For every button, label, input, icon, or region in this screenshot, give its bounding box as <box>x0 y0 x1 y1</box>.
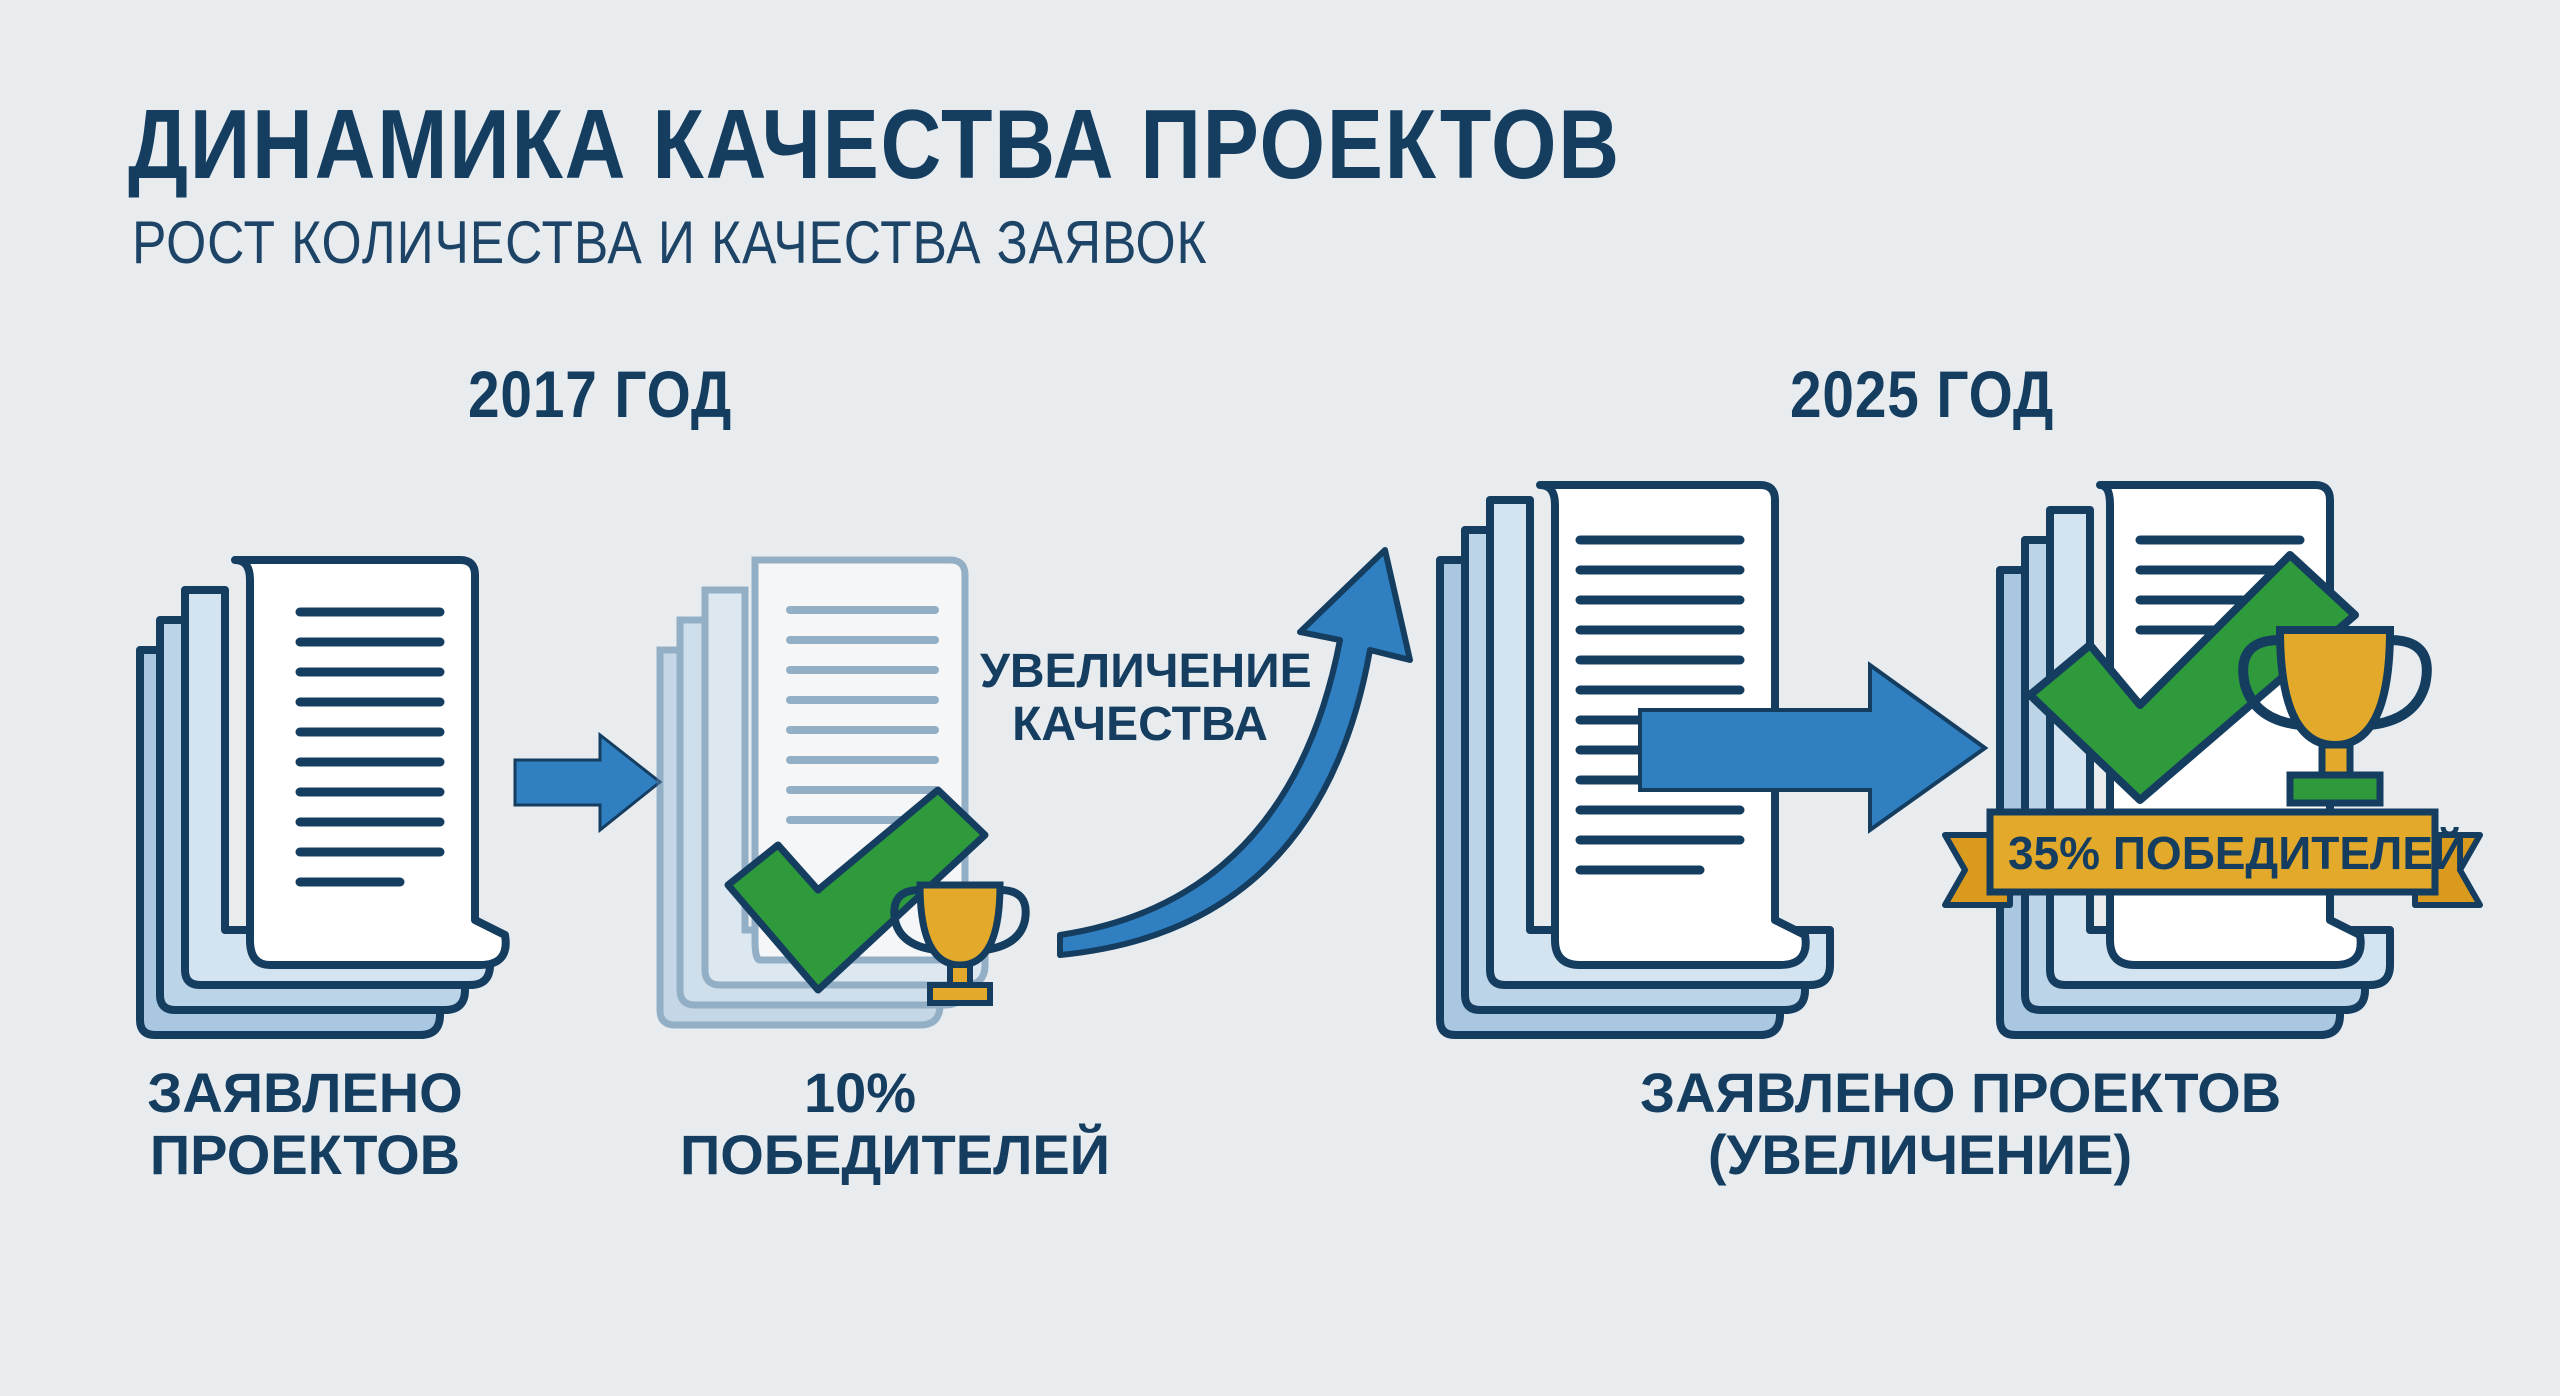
caption-line: ЗАЯВЛЕНО ПРОЕКТОВ <box>1640 1061 2282 1124</box>
caption-line: УВЕЛИЧЕНИЕ <box>980 645 1312 698</box>
caption-winners-2017: 10% ПОБЕДИТЕЛЕЙ <box>680 1061 1111 1186</box>
ribbon-banner-icon <box>1942 808 2483 908</box>
year-2025-label: 2025 ГОД <box>1790 357 2055 431</box>
page-subtitle: РОСТ КОЛИЧЕСТВА И КАЧЕСТВА ЗАЯВОК <box>132 209 1208 276</box>
caption-line: КАЧЕСТВА <box>1012 697 1268 751</box>
document-stack-icon-2017 <box>136 556 510 1039</box>
checkmark-icon-2025 <box>2026 551 2359 804</box>
arrow-right-icon-1 <box>513 731 663 834</box>
year-2017-label: 2017 ГОД <box>468 357 733 431</box>
caption-declared-2025: ЗАЯВЛЕНО ПРОЕКТОВ (УВЕЛИЧЕНИЕ) <box>1640 1061 2282 1186</box>
caption-declared-2017: ЗАЯВЛЕНО ПРОЕКТОВ <box>140 1062 470 1185</box>
curved-arrow-icon <box>1057 547 1413 958</box>
caption-line: ПРОЕКТОВ <box>149 1122 461 1186</box>
checkmark-icon-2017 <box>724 786 989 994</box>
caption-line: ПОБЕДИТЕЛЕЙ <box>680 1122 1111 1186</box>
page-title: ДИНАМИКА КАЧЕСТВА ПРОЕКТОВ <box>128 89 1621 199</box>
trophy-icon-2025 <box>2238 626 2432 807</box>
caption-line: ЗАЯВЛЕНО <box>147 1061 463 1124</box>
caption-line: (УВЕЛИЧЕНИЕ) <box>1707 1122 2133 1186</box>
caption-line: 10% <box>803 1061 917 1124</box>
trophy-icon-2017 <box>890 881 1030 1006</box>
banner-label: 35% ПОБЕДИТЕЛЕЙ <box>2008 827 2467 879</box>
arrow-right-icon-2 <box>1638 661 1989 834</box>
quality-growth-label: УВЕЛИЧЕНИЕ КАЧЕСТВА <box>980 645 1312 752</box>
